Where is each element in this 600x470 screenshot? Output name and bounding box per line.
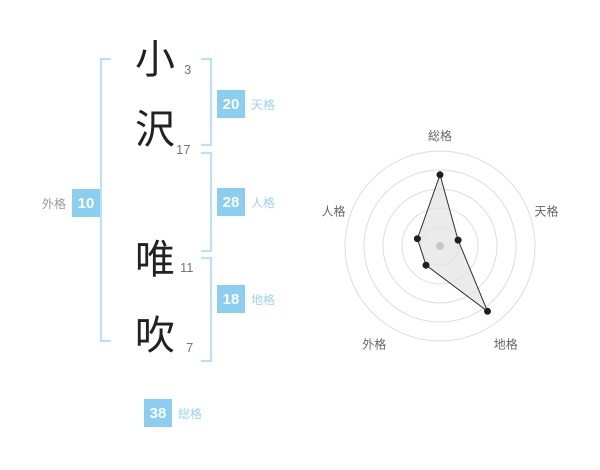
radar-axis-label: 外格 xyxy=(362,337,386,352)
gaikaku-bracket xyxy=(100,58,111,342)
name-character: 吹 xyxy=(135,313,175,358)
jinkaku-group: 28 人格 xyxy=(217,188,275,216)
radar-axis-label: 天格 xyxy=(534,203,558,218)
radar-data-point xyxy=(422,261,430,269)
radar-data-point xyxy=(484,307,491,315)
gaikaku-group: 外格 10 xyxy=(42,189,101,217)
tenkaku-label: 天格 xyxy=(251,97,276,112)
gaikaku-label: 外格 xyxy=(42,196,67,211)
radar-axis-label: 地格 xyxy=(494,337,518,352)
radar-grid-ring xyxy=(344,150,536,342)
stroke-count: 11 xyxy=(180,260,194,275)
stroke-count: 17 xyxy=(176,142,191,157)
radar-data-point xyxy=(454,236,462,244)
chikaku-value-badge: 18 xyxy=(217,285,245,313)
stroke-count: 3 xyxy=(184,62,192,77)
soukaku-value-badge: 38 xyxy=(144,399,172,427)
jinkaku-value-badge: 28 xyxy=(217,188,245,216)
radar-data-point xyxy=(436,171,444,179)
fortune-radar-chart: 総格天格地格 外格 人格 xyxy=(290,125,580,375)
soukaku-label: 総格 xyxy=(178,406,203,421)
radar-axis-label: 総格 xyxy=(428,128,452,143)
soukaku-group: 38 総格 xyxy=(144,399,202,427)
radar-center-dot xyxy=(436,242,444,250)
jinkaku-label: 人格 xyxy=(251,195,276,210)
radar-grid-ring xyxy=(363,169,517,323)
name-character: 沢 xyxy=(135,107,175,152)
gaikaku-value-badge: 10 xyxy=(72,189,101,217)
name-character: 小 xyxy=(135,37,175,82)
tenkaku-group: 20 天格 xyxy=(217,90,275,118)
chikaku-bracket xyxy=(201,257,212,362)
radar-axis-label: 人格 xyxy=(321,203,345,218)
chikaku-label: 地格 xyxy=(251,292,276,307)
chikaku-group: 18 地格 xyxy=(217,285,275,313)
tenkaku-bracket xyxy=(201,58,212,146)
stroke-count: 7 xyxy=(186,340,194,355)
jinkaku-bracket xyxy=(201,152,212,252)
name-character: 唯 xyxy=(135,237,175,282)
radar-data-point xyxy=(413,235,421,243)
tenkaku-value-badge: 20 xyxy=(217,90,245,118)
radar-data-polygon xyxy=(416,173,489,313)
